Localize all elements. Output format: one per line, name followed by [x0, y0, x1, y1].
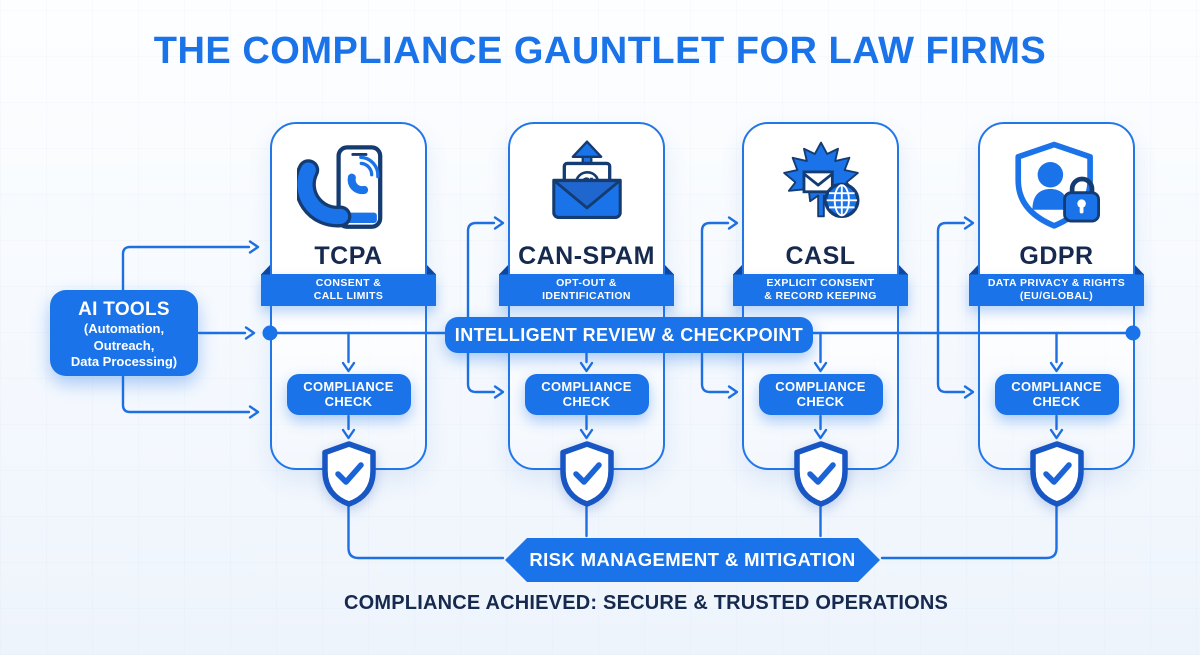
- compliance-check-button: COMPLIANCE CHECK: [994, 374, 1119, 415]
- pillar-title: TCPA: [314, 242, 383, 270]
- ribbon-fold: [665, 265, 674, 275]
- risk-management-banner: RISK MANAGEMENT & MITIGATION: [505, 538, 880, 582]
- pillar-title: CAN-SPAM: [518, 242, 655, 270]
- pillar-ribbon: DATA PRIVACY & RIGHTS (EU/GLOBAL): [969, 265, 1144, 306]
- pillar-ribbon: OPT-OUT & IDENTIFICATION: [499, 265, 674, 306]
- ribbon-fold: [499, 265, 508, 275]
- ribbon-fold: [261, 265, 270, 275]
- shield-checkmark-icon: [319, 441, 379, 512]
- shield-checkmark-icon: [557, 441, 617, 512]
- pillar-ribbon: CONSENT & CALL LIMITS: [261, 265, 436, 306]
- ai-tools-subline: (Automation,: [83, 321, 165, 336]
- shield-checkmark-icon: [1027, 441, 1087, 512]
- compliance-check-button: COMPLIANCE CHECK: [758, 374, 883, 415]
- ribbon-fold: [733, 265, 742, 275]
- compliance-check-button: COMPLIANCE CHECK: [286, 374, 411, 415]
- pillar-title: CASL: [785, 242, 856, 270]
- pillar-casl: CASL EXPLICIT CONSENT & RECORD KEEPING C…: [733, 122, 908, 514]
- ribbon-label: EXPLICIT CONSENT: [766, 277, 875, 289]
- footer-result-text: COMPLIANCE ACHIEVED: SECURE & TRUSTED OP…: [344, 592, 949, 614]
- ribbon-label: CALL LIMITS: [313, 289, 384, 302]
- ribbon-label: DATA PRIVACY & RIGHTS: [987, 277, 1126, 289]
- pillar-title: GDPR: [1019, 242, 1094, 270]
- email-optout-icon: @: [535, 137, 639, 239]
- ai-tools-subline: Outreach,: [93, 337, 155, 353]
- shield-checkmark-icon: [791, 441, 851, 512]
- pillar-ribbon: EXPLICIT CONSENT & RECORD KEEPING: [733, 265, 908, 306]
- phone-call-icon: [296, 137, 401, 239]
- ribbon-fold: [899, 265, 908, 275]
- pillar-can-spam: @ CAN-SPAM OPT-OUT & IDENTIFICATION COMP…: [499, 122, 674, 514]
- page-title: THE COMPLIANCE GAUNTLET FOR LAW FIRMS: [153, 30, 1047, 72]
- ribbon-label: & RECORD KEEPING: [764, 289, 877, 302]
- ribbon-label: (EU/GLOBAL): [1019, 289, 1094, 302]
- ai-tools-heading: AI TOOLS: [78, 299, 170, 320]
- intelligent-review-banner: INTELLIGENT REVIEW & CHECKPOINT: [445, 317, 813, 353]
- ribbon-label: IDENTIFICATION: [542, 289, 631, 302]
- ribbon-fold: [427, 265, 436, 275]
- ai-tools-subline: Data Processing): [70, 354, 178, 370]
- ribbon-label: OPT-OUT &: [556, 277, 617, 289]
- ribbon-label: CONSENT &: [315, 277, 382, 289]
- shield-lock-privacy-icon: [1005, 137, 1109, 239]
- maple-leaf-mail-globe-icon: [769, 137, 873, 239]
- ribbon-fold: [1135, 265, 1144, 275]
- ai-tools-box: AI TOOLS (Automation, Outreach, Data Pro…: [50, 290, 198, 376]
- pillar-gdpr: GDPR DATA PRIVACY & RIGHTS (EU/GLOBAL) C…: [969, 122, 1144, 514]
- compliance-check-button: COMPLIANCE CHECK: [524, 374, 649, 415]
- ribbon-fold: [969, 265, 978, 275]
- pillar-tcpa: TCPA CONSENT & CALL LIMITS COMPLIANCE CH…: [261, 122, 436, 514]
